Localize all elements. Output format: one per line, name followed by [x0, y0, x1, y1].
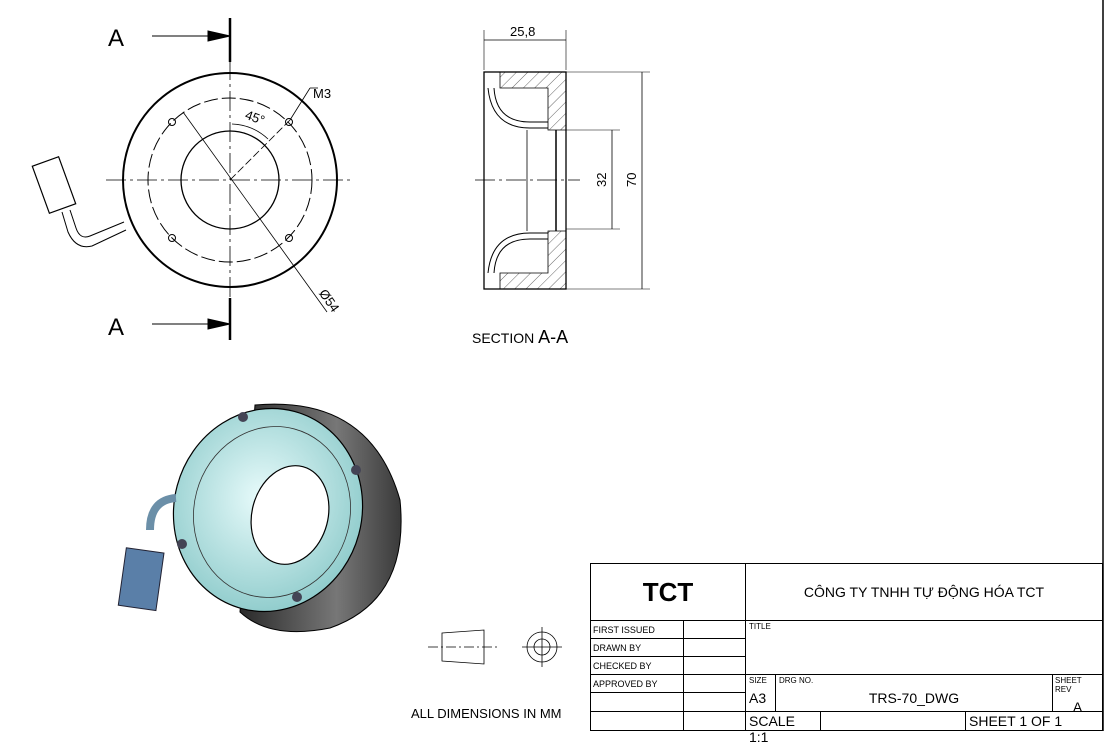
blank-cell	[684, 712, 746, 731]
section-marker-top: A	[108, 25, 124, 52]
drawn-by-label: DRAWN BY	[591, 639, 684, 657]
size-label: SIZE	[749, 676, 767, 685]
company-name: CÔNG TY TNHH TỰ ĐỘNG HÓA TCT	[746, 564, 1102, 621]
section-caption-id: A-A	[538, 327, 569, 347]
section-arrow-bottom	[207, 318, 231, 330]
projection-symbol	[428, 627, 562, 667]
connector	[31, 155, 77, 215]
thread-label: M3	[313, 86, 331, 101]
title-block: TCT CÔNG TY TNHH TỰ ĐỘNG HÓA TCT FIRST I…	[590, 563, 1103, 745]
drawn-by-value	[684, 639, 746, 657]
section-arrow-top	[207, 30, 231, 42]
blank-cell	[591, 712, 684, 731]
section-view	[475, 30, 650, 290]
iso-connector	[117, 547, 165, 612]
inner-dia-dim: 32	[594, 173, 609, 187]
drg-label: DRG NO.	[779, 676, 814, 685]
blank-cell	[591, 693, 684, 712]
section-marker-bottom: A	[108, 314, 124, 341]
approved-by-value	[684, 675, 746, 693]
first-issued-label: FIRST ISSUED	[591, 621, 684, 639]
logo: TCT	[591, 564, 746, 621]
bolt-circle-label: Ø54	[316, 286, 342, 315]
size-cell: SIZE A3	[746, 675, 776, 712]
scale: SCALE 1:1	[746, 712, 821, 745]
title-field: TITLE	[746, 621, 1102, 675]
first-issued-value	[684, 621, 746, 639]
sheet-number: SHEET 1 OF 1	[969, 713, 1063, 729]
angle-label: 45°	[243, 107, 267, 128]
rev-label: SHEET REV	[1055, 676, 1082, 694]
outer-dia-dim: 70	[624, 173, 639, 187]
checked-by-value	[684, 657, 746, 675]
isometric-view	[117, 403, 402, 633]
drg-value: TRS-70_DWG	[868, 690, 960, 706]
approved-by-label: APPROVED BY	[591, 675, 684, 693]
units-note: ALL DIMENSIONS IN MM	[411, 706, 562, 721]
section-caption-prefix: SECTION	[472, 330, 535, 346]
width-dim: 25,8	[510, 24, 535, 39]
size-value: A3	[749, 690, 767, 706]
blank-cell	[821, 712, 966, 731]
rev-cell: SHEET REV A	[1053, 675, 1102, 715]
section-caption: SECTION A-A	[472, 327, 568, 348]
front-view	[31, 18, 354, 340]
rev-value: A	[1072, 699, 1083, 715]
checked-by-label: CHECKED BY	[591, 657, 684, 675]
blank-cell	[684, 693, 746, 712]
diameter-dim-line	[182, 111, 328, 313]
drg-cell: DRG NO. TRS-70_DWG	[776, 675, 1053, 712]
